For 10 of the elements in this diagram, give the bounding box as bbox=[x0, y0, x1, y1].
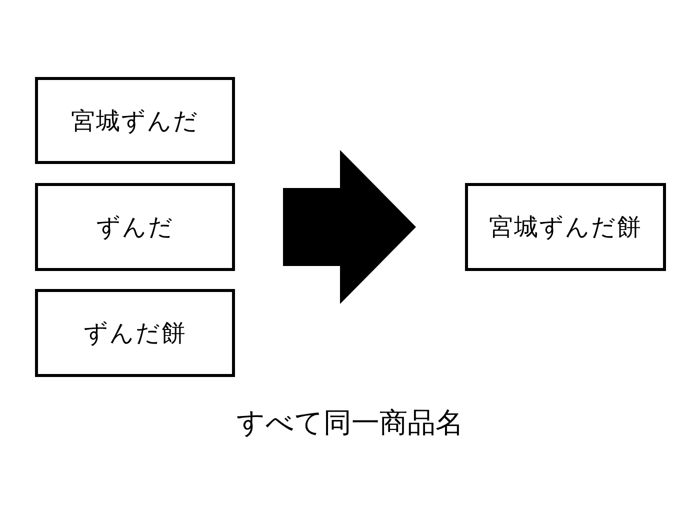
box-label: ずんだ餅 bbox=[84, 318, 186, 349]
caption: すべて同一商品名 bbox=[236, 406, 464, 439]
box-label: 宮城ずんだ bbox=[71, 106, 199, 136]
text-box bbox=[35, 183, 235, 271]
text-box bbox=[465, 183, 666, 271]
block-arrow bbox=[283, 150, 416, 304]
box-label: 宮城ずんだ餅 bbox=[489, 212, 642, 243]
text-box bbox=[35, 77, 235, 164]
box-label: ずんだ bbox=[96, 212, 174, 243]
text-box bbox=[35, 289, 235, 377]
